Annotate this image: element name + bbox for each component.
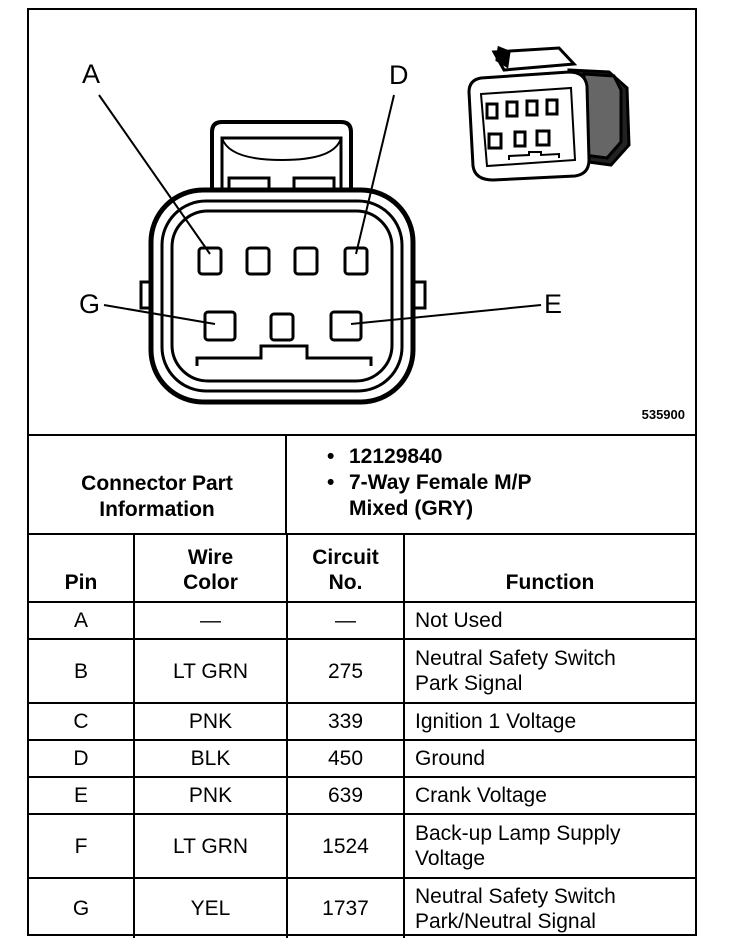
connector-latch [210,120,353,190]
connector-drawing: A D G E [79,45,631,405]
function-cell: Ignition 1 Voltage [403,702,695,741]
wire-color-cell: — [133,601,288,640]
pin-label-e: E [544,289,562,319]
pin-label-g: G [79,289,100,319]
header-wire-color-line2: Color [183,571,238,594]
pin-cell: F [29,813,135,879]
header-pin: Pin [29,535,135,603]
pin-cell: C [29,702,135,741]
info-label-line2: Information [99,498,215,521]
table-row: E PNK 639 Crank Voltage [29,776,695,815]
table-row: C PNK 339 Ignition 1 Voltage [29,702,695,741]
pin-label-d: D [389,60,409,90]
function-line1: Ground [415,747,486,770]
header-circuit-line2: No. [328,571,363,594]
cavity-f [269,312,295,342]
bullet-icon: • [327,471,335,494]
pin-cell: E [29,776,135,815]
wire-color-cell: LT GRN [133,813,288,879]
connector-info-label: Connector Part Information [29,436,287,533]
pin-cell: B [29,638,135,704]
info-label-line1: Connector Part [81,472,233,495]
function-line1: Crank Voltage [415,784,547,807]
pin-label-a: A [82,59,100,89]
pin-cell: A [29,601,135,640]
header-function: Function [403,535,695,603]
function-line1: Ignition 1 Voltage [415,710,577,733]
header-circuit-no: Circuit No. [286,535,405,603]
pin-cell: G [29,877,135,938]
circuit-cell: 1524 [286,813,405,879]
function-line2: Voltage [415,847,486,870]
circuit-cell: 275 [286,638,405,704]
wire-color-cell: PNK [133,776,288,815]
function-line1: Back-up Lamp Supply [415,822,621,845]
cavity-g [203,310,237,342]
function-line1: Neutral Safety Switch [415,647,616,670]
header-wire-color-line1: Wire [187,546,234,569]
connector-part-information: Connector Part Information • 12129840 • … [29,434,695,535]
pin-cell: D [29,739,135,778]
wire-color-cell: LT GRN [133,638,288,704]
connector-type: 7-Way Female M/P [349,471,532,494]
function-cell: Crank Voltage [403,776,695,815]
info-item-part-number: • 12129840 [327,444,695,470]
circuit-cell: 339 [286,702,405,741]
connector-info-items: • 12129840 • 7-Way Female M/P Mixed (GRY… [287,436,695,533]
pin-table: Pin Wire Color Circuit No. Function A — … [29,535,695,938]
cavity-b [245,246,271,276]
function-cell: Ground [403,739,695,778]
leader-lines [98,94,542,325]
wire-color-cell: PNK [133,702,288,741]
header-wire-color: Wire Color [133,535,288,603]
table-row: A — — Not Used [29,601,695,640]
cavity-d [343,246,369,276]
wire-color-cell: BLK [133,739,288,778]
circuit-cell: 639 [286,776,405,815]
cavity-c [293,246,319,276]
function-line2: Park Signal [415,672,523,695]
function-line1: Not Used [415,609,503,632]
function-cell: Not Used [403,601,695,640]
cavity-e [329,310,363,342]
connector-3d-view [467,45,631,182]
connector-color: Mixed (GRY) [349,497,474,520]
function-line2: Park/Neutral Signal [415,909,596,933]
circuit-cell: 1737 [286,877,405,938]
cavity-a [197,246,223,276]
wire-color-cell: YEL [133,877,288,938]
connector-figure: A D G E 535900 [29,10,695,434]
pin-table-header: Pin Wire Color Circuit No. Function [29,535,695,603]
connector-diagram-frame: A D G E 535900 [27,8,697,938]
bullet-icon: • [327,445,335,468]
connector-body [148,187,416,405]
circuit-cell: — [286,601,405,640]
table-row: D BLK 450 Ground [29,739,695,778]
info-item-description: • 7-Way Female M/P Mixed (GRY) [327,470,695,522]
function-line1: Neutral Safety Switch [415,884,616,908]
pin-cavities [197,246,369,342]
circuit-cell: 450 [286,739,405,778]
figure-id: 535900 [641,407,685,422]
part-number: 12129840 [349,445,443,468]
header-circuit-line1: Circuit [312,546,379,569]
